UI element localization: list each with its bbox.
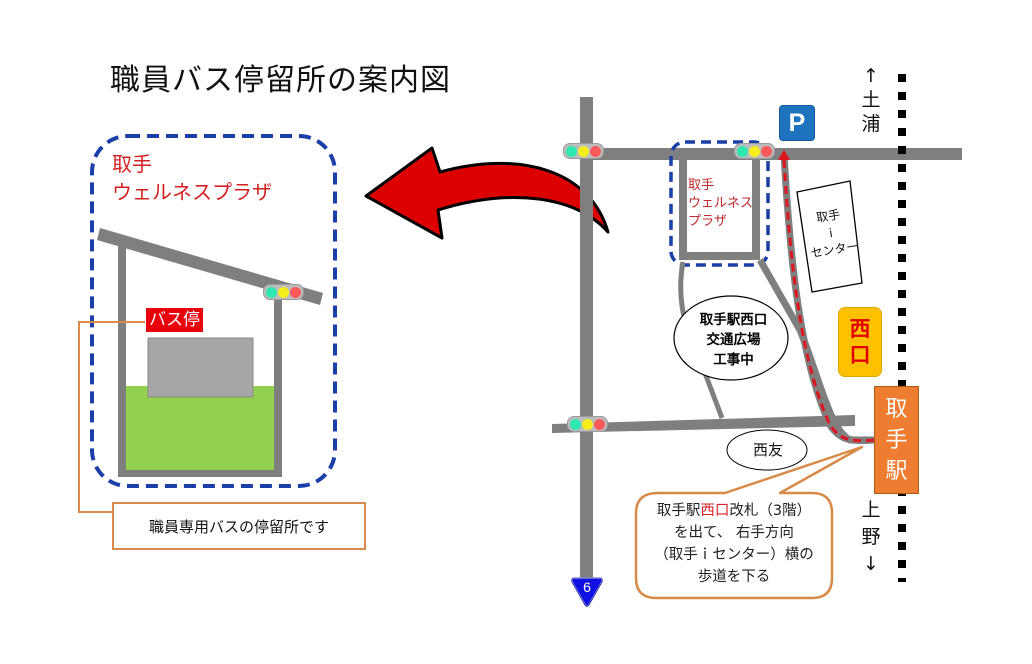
construction-line3: 工事中 [713, 352, 754, 368]
bus-shelter [147, 337, 254, 398]
wellness-plaza-boundary [90, 134, 337, 488]
vertical-road-route6 [580, 97, 593, 585]
directions-callout: 取手駅西口改札（3階） を出て、 右手方向 （取手ｉセンター）横の 歩道を下る [636, 500, 832, 588]
ueno-line1: 上 [861, 499, 881, 521]
note-text: 職員専用バスの停留所です [148, 517, 329, 536]
saiyu-store [726, 429, 808, 471]
construction-label: 取手駅西口 交通広場 工事中 [681, 310, 786, 370]
page-title: 職員バス停留所の案内図 [110, 63, 451, 98]
station-line3: 駅 [885, 458, 908, 484]
facility-name-line2: ウェルネスプラザ [112, 180, 272, 204]
callout-line1-pre: 取手駅 [656, 503, 701, 519]
parking-icon: P [779, 105, 815, 141]
bus-stop-label: バス停 [146, 308, 203, 332]
callout-line1: 取手駅西口改札（3階） [636, 500, 832, 522]
callout-line1-post: 改札（3階） [729, 503, 812, 519]
west-exit-line1: 西 [849, 317, 871, 341]
callout-bubble [634, 445, 864, 600]
callout-line4: 歩道を下る [697, 569, 771, 585]
callout-line1-highlight: 西口 [700, 503, 730, 519]
traffic-light-icon [563, 143, 604, 159]
west-exit-sign: 西 口 [838, 307, 882, 377]
wellness-line3: プラザ [688, 214, 728, 229]
i-center-label: 取手 i センター [804, 205, 860, 263]
callout-line3: （取手ｉセンター）横の [654, 547, 814, 563]
tsuchiura-line1: 土 [861, 89, 881, 111]
facility-name-line1: 取手 [112, 152, 152, 176]
traffic-light-icon [734, 143, 775, 159]
wellness-plaza-label: 取手 ウェルネス プラザ [688, 177, 753, 231]
west-exit-line2: 口 [849, 343, 871, 367]
traffic-light-icon [567, 416, 608, 432]
construction-line2: 交通広場 [706, 332, 761, 348]
traffic-light-icon [263, 284, 304, 300]
ueno-line2: 野 [861, 526, 881, 548]
curved-arrow [364, 146, 610, 240]
direction-tsuchiura: ↑ 土 浦 [860, 64, 882, 136]
construction-line1: 取手駅西口 [699, 312, 768, 328]
i-center-building [796, 180, 863, 293]
callout-line2: を出て、 右手方向 [674, 525, 794, 541]
wellness-line2: ウェルネス [688, 196, 754, 211]
facility-name: 取手 ウェルネスプラザ [112, 150, 272, 206]
station-line1: 取 [885, 396, 908, 422]
toride-station-sign: 取 手 駅 [874, 386, 919, 494]
middle-road [552, 415, 855, 433]
direction-ueno: 上 野 ↓ [860, 497, 882, 578]
wellness-line1: 取手 [688, 178, 715, 193]
saiyu-label: 西友 [752, 441, 783, 459]
arrow-down-icon: ↓ [863, 553, 879, 575]
construction-area [673, 295, 789, 381]
wellness-plaza-boundary-small [669, 140, 770, 267]
arrow-up-icon: ↑ [863, 65, 879, 87]
route-number: 6 [583, 579, 591, 595]
station-line2: 手 [885, 427, 908, 453]
tsuchiura-line2: 浦 [861, 113, 881, 135]
note-leader-line [78, 321, 145, 513]
green-area [126, 386, 274, 470]
note-box: 職員専用バスの停留所です [112, 502, 366, 550]
walking-route [782, 159, 877, 443]
route-6-shield-icon: 6 [570, 576, 604, 608]
